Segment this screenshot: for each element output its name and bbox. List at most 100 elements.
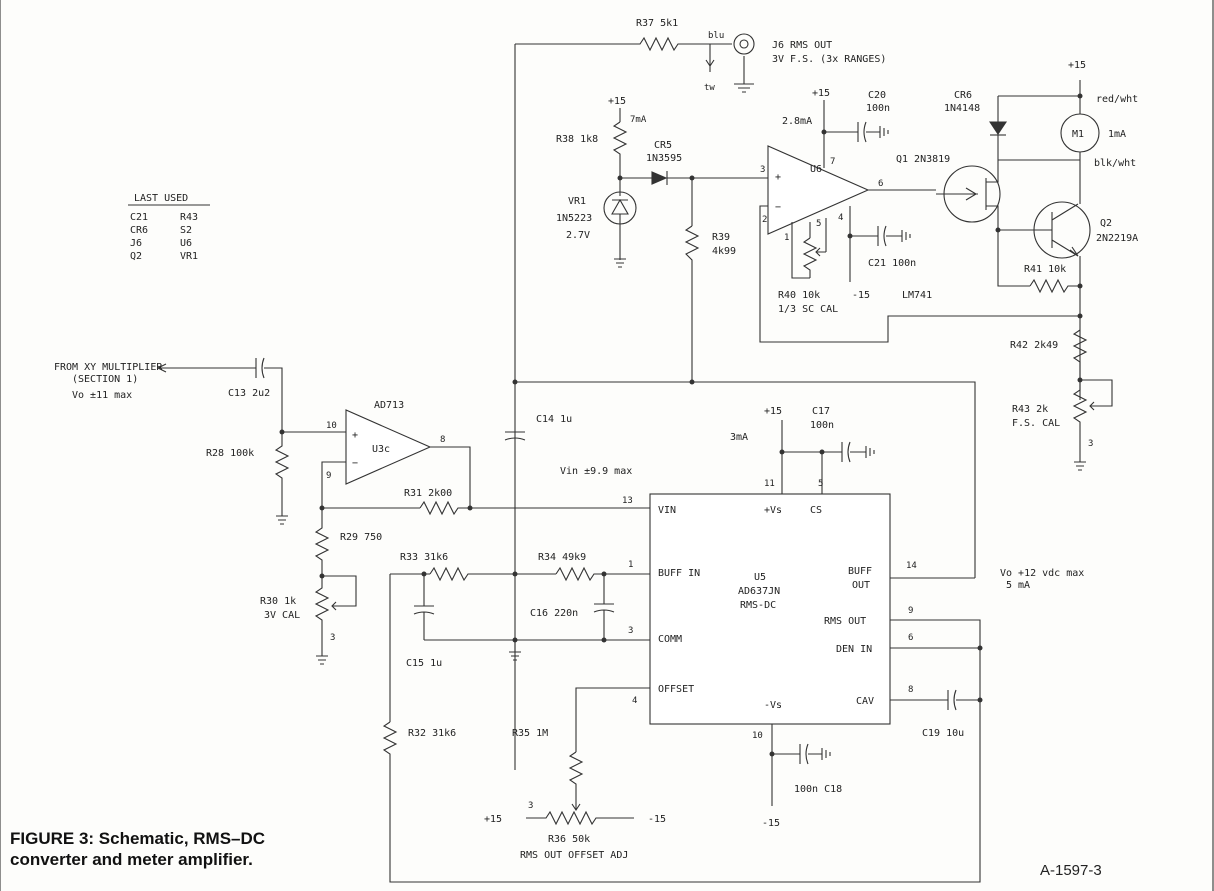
junction [1077,93,1083,99]
c14-capacitor [504,431,526,441]
label-r42: R42 2k49 [1010,340,1058,351]
r37-resistor [515,36,732,52]
u5-name-2: AD637JN [738,586,780,597]
r32-resistor [382,619,981,883]
u5-pin-rmsout: RMS OUT [824,616,866,627]
pin-u5-3: 3 [628,626,633,636]
r28-resistor [274,432,290,525]
q2-transistor [998,201,1091,259]
c15-capacitor [413,574,435,640]
pin-u3-10: 10 [326,421,337,431]
last-used-c2-3: VR1 [180,251,198,262]
junction [512,379,518,385]
u5-ic [649,493,891,725]
u6-opamp: + − [767,145,870,235]
label-p15-r38: +15 [608,96,626,107]
vr1-zener [603,178,637,268]
label-c14: C14 1u [536,414,572,425]
last-used-c1-0: C21 [130,212,148,223]
label-r29: R29 750 [340,532,382,543]
last-used-c1-1: CR6 [130,225,148,236]
label-r37: R37 5k1 [636,18,678,29]
c19-capacitor [947,689,980,711]
svg-text:−: − [352,458,358,469]
label-r39-2: 4k99 [712,246,736,257]
u3c-opamp: + − [345,409,432,485]
u5-pin-mvs: -Vs [764,700,782,711]
svg-text:+: + [775,172,781,183]
label-lm741: LM741 [902,290,932,301]
label-c17-2: 100n [810,420,834,431]
pin-u3-9: 9 [326,471,331,481]
pin-u6-2: 2 [762,215,767,225]
r33-resistor [429,566,556,582]
label-r40-1: R40 10k [778,290,820,301]
pin-u5-10: 10 [752,731,763,741]
r42-resistor [1072,329,1088,380]
u5-pin-comm: COMM [658,634,682,645]
label-m15-u5: -15 [762,818,780,829]
pin-u5-4: 4 [632,696,637,706]
junction [819,449,825,455]
u5-pin-offset: OFFSET [658,684,694,695]
cr5-diode [651,171,668,185]
junction [467,505,473,511]
label-c20-1: C20 [868,90,886,101]
label-u3c: U3c [372,444,390,455]
label-r36: R36 50k [548,834,590,845]
label-tw: tw [704,83,715,93]
label-blk-wht: blk/wht [1094,158,1136,169]
pin-u5-9: 9 [908,606,913,616]
u5-pin-buff: BUFF [848,566,872,577]
label-c15: C15 1u [406,658,442,669]
label-m15-u6: -15 [852,290,870,301]
junction [847,233,853,239]
label-7ma: 7mA [630,115,647,125]
label-m1: M1 [1072,129,1084,140]
label-c21: C21 100n [868,258,916,269]
pin-r43-3: 3 [1088,439,1093,449]
r36-pot [526,810,634,826]
c13-capacitor [255,357,265,379]
label-vr1-1: VR1 [568,196,586,207]
junction [601,637,607,643]
label-r30-2: 3V CAL [264,610,300,621]
label-j6-2: 3V F.S. (3x RANGES) [772,54,886,65]
u5-name-3: RMS-DC [740,600,776,611]
junction [689,379,695,385]
label-cr5-2: 1N3595 [646,153,682,164]
r41-resistor [1029,278,1080,294]
label-c13: C13 2u2 [228,388,270,399]
label-q1: Q1 2N3819 [896,154,950,165]
label-c20-2: 100n [866,103,890,114]
junction [769,751,775,757]
pin-u5-5: 5 [818,479,823,489]
r40-pot [802,222,826,278]
label-vo12-2: 5 mA [1006,580,1030,591]
c20-capacitor [857,121,889,143]
c16-capacitor [593,574,615,640]
u5-pin-buffin: BUFF IN [658,568,700,579]
label-r43-1: R43 2k [1012,404,1048,415]
pin-u5-1: 1 [628,560,633,570]
u5-pin-vs: +Vs [764,505,782,516]
u5-pin-vin: VIN [658,505,676,516]
svg-text:−: − [775,202,781,213]
pin-u3-8: 8 [440,435,445,445]
label-r32: R32 31k6 [408,728,456,739]
u5-pin-out: OUT [852,580,870,591]
label-p15-m1: +15 [1068,60,1086,71]
label-ad713: AD713 [374,400,404,411]
svg-text:+: + [352,430,358,441]
r31-resistor [419,500,650,516]
label-c16: C16 220n [530,608,578,619]
pin-u5-8: 8 [908,685,913,695]
label-vr1-2: 1N5223 [556,213,592,224]
pin-r30-3: 3 [330,633,335,643]
label-vo12-1: Vo +12 vdc max [1000,568,1084,579]
junction [821,129,827,135]
label-vr1-3: 2.7V [566,230,590,241]
last-used-c2-0: R43 [180,212,198,223]
pin-u6-5: 5 [816,219,821,229]
